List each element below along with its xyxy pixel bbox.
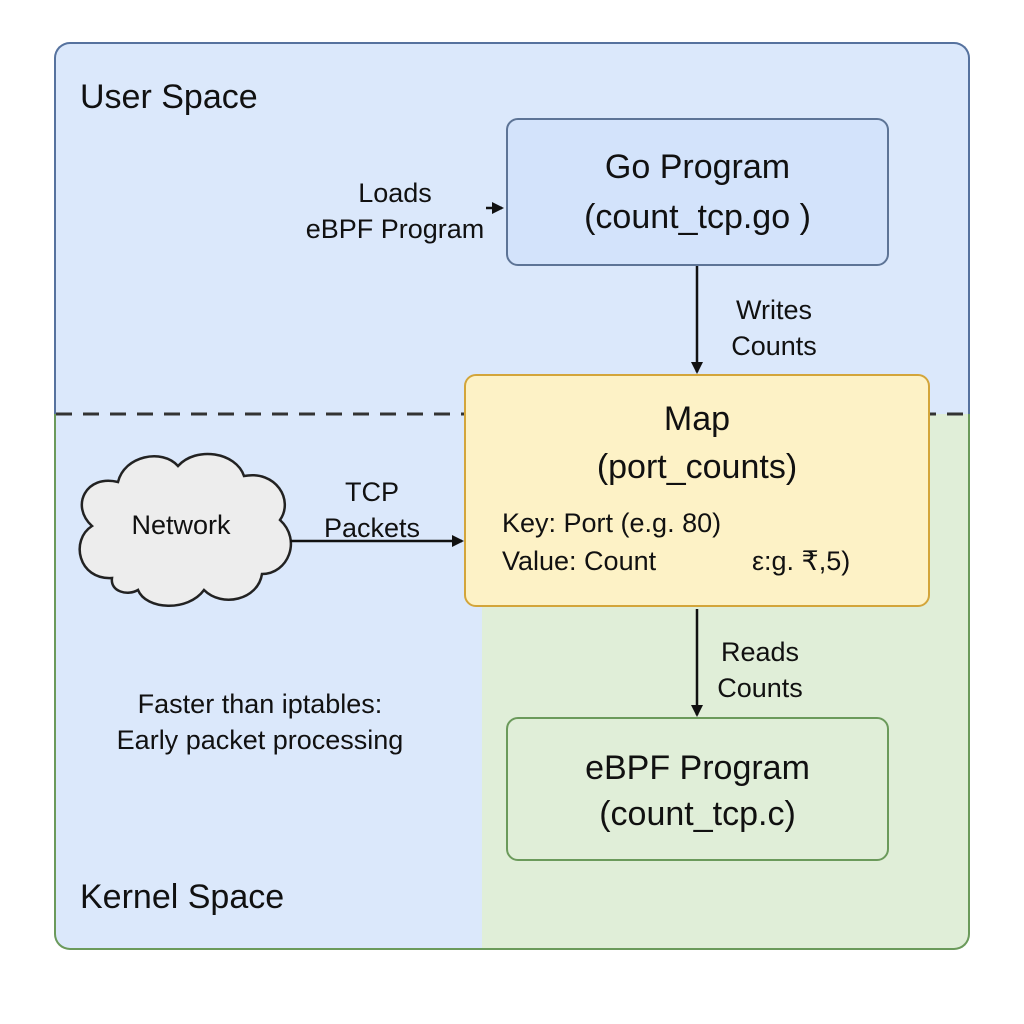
ebpf-program-node[interactable]: eBPF Program (count_tcp.c) [506, 717, 889, 861]
tcp-label-line-2: Packets [323, 513, 421, 543]
writes-label-line-2: Counts [731, 331, 817, 361]
reads-label-line-2: Counts [717, 673, 803, 703]
map-node[interactable]: Map (port_counts) Key: Port (e.g. 80) Va… [464, 374, 930, 607]
map-name: (port_counts) [596, 448, 798, 486]
map-value-example: ε:g. ₹,5) [752, 546, 851, 576]
loads-label: Loads eBPF Program [290, 175, 500, 247]
performance-note: Faster than iptables: Early packet proce… [90, 686, 430, 758]
performance-note-line-2: Early packet processing [116, 725, 404, 755]
loads-label-line-2: eBPF Program [305, 214, 485, 244]
go-program-node[interactable]: Go Program (count_tcp.go ) [506, 118, 889, 266]
go-program-file: (count_tcp.go ) [584, 198, 811, 236]
user-space-label: User Space [80, 78, 258, 116]
kernel-space-label: Kernel Space [80, 878, 285, 916]
reads-label: Reads Counts [704, 634, 816, 706]
writes-label-line-1: Writes [735, 295, 812, 325]
map-title: Map [663, 400, 731, 438]
kernel-space-border [54, 414, 970, 950]
user-space-border [54, 42, 970, 416]
performance-note-line-1: Faster than iptables: [137, 689, 383, 719]
ebpf-program-title: eBPF Program [585, 749, 810, 787]
writes-label: Writes Counts [716, 292, 832, 364]
network-label: Network [131, 510, 231, 540]
tcp-packets-label: TCP Packets [310, 474, 434, 546]
ebpf-program-file: (count_tcp.c) [599, 795, 796, 833]
map-key-line: Key: Port (e.g. 80) [502, 508, 722, 538]
go-program-title: Go Program [604, 148, 791, 186]
reads-label-line-1: Reads [720, 637, 800, 667]
loads-label-line-1: Loads [358, 178, 432, 208]
map-value-line: Value: Count [502, 546, 657, 576]
tcp-label-line-1: TCP [345, 477, 399, 507]
